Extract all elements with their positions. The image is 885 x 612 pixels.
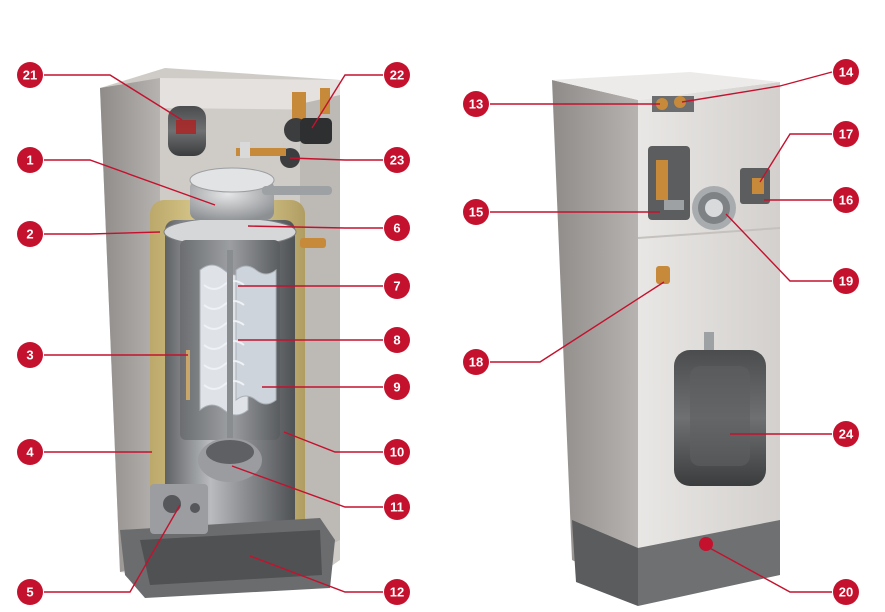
callout-5: 5 [17,579,43,605]
callout-number: 1 [26,153,33,168]
callout-20: 20 [833,579,859,605]
callout-7: 7 [384,273,410,299]
callout-number: 22 [390,68,404,83]
callout-10: 10 [384,439,410,465]
callout-16: 16 [833,187,859,213]
callout-1: 1 [17,147,43,173]
callout-number: 19 [839,274,853,289]
callout-19: 19 [833,268,859,294]
callout-14: 14 [833,59,859,85]
callout-number: 9 [393,380,400,395]
callout-12: 12 [384,579,410,605]
callout-3: 3 [17,342,43,368]
callout-24: 24 [833,421,859,447]
callout-number: 18 [469,355,483,370]
callout-21: 21 [17,62,43,88]
callout-number: 11 [390,500,404,515]
callout-2: 2 [17,221,43,247]
callout-number: 7 [393,279,400,294]
callout-number: 16 [839,193,853,208]
callout-number: 23 [390,153,404,168]
callout-17: 17 [833,121,859,147]
callout-number: 2 [26,227,33,242]
callout-6: 6 [384,215,410,241]
callout-8: 8 [384,327,410,353]
callout-number: 5 [26,585,33,600]
callout-number: 17 [839,127,853,142]
callout-number: 14 [839,65,854,80]
callout-number: 21 [23,68,37,83]
callout-18: 18 [463,349,489,375]
rear-unit [552,72,780,606]
callout-11: 11 [384,494,410,520]
callout-number: 20 [839,585,853,600]
callout-23: 23 [384,147,410,173]
callout-9: 9 [384,374,410,400]
callout-22: 22 [384,62,410,88]
callout-number: 6 [393,221,400,236]
callout-13: 13 [463,91,489,117]
callout-number: 3 [26,348,33,363]
callout-number: 13 [469,97,483,112]
callout-15: 15 [463,199,489,225]
cutaway-unit [100,68,340,598]
callout-number: 10 [390,445,404,460]
callout-number: 15 [469,205,483,220]
callout-number: 24 [839,427,854,442]
callout-4: 4 [17,439,43,465]
callout-number: 12 [390,585,404,600]
callout-number: 8 [393,333,400,348]
callout-number: 4 [26,445,34,460]
